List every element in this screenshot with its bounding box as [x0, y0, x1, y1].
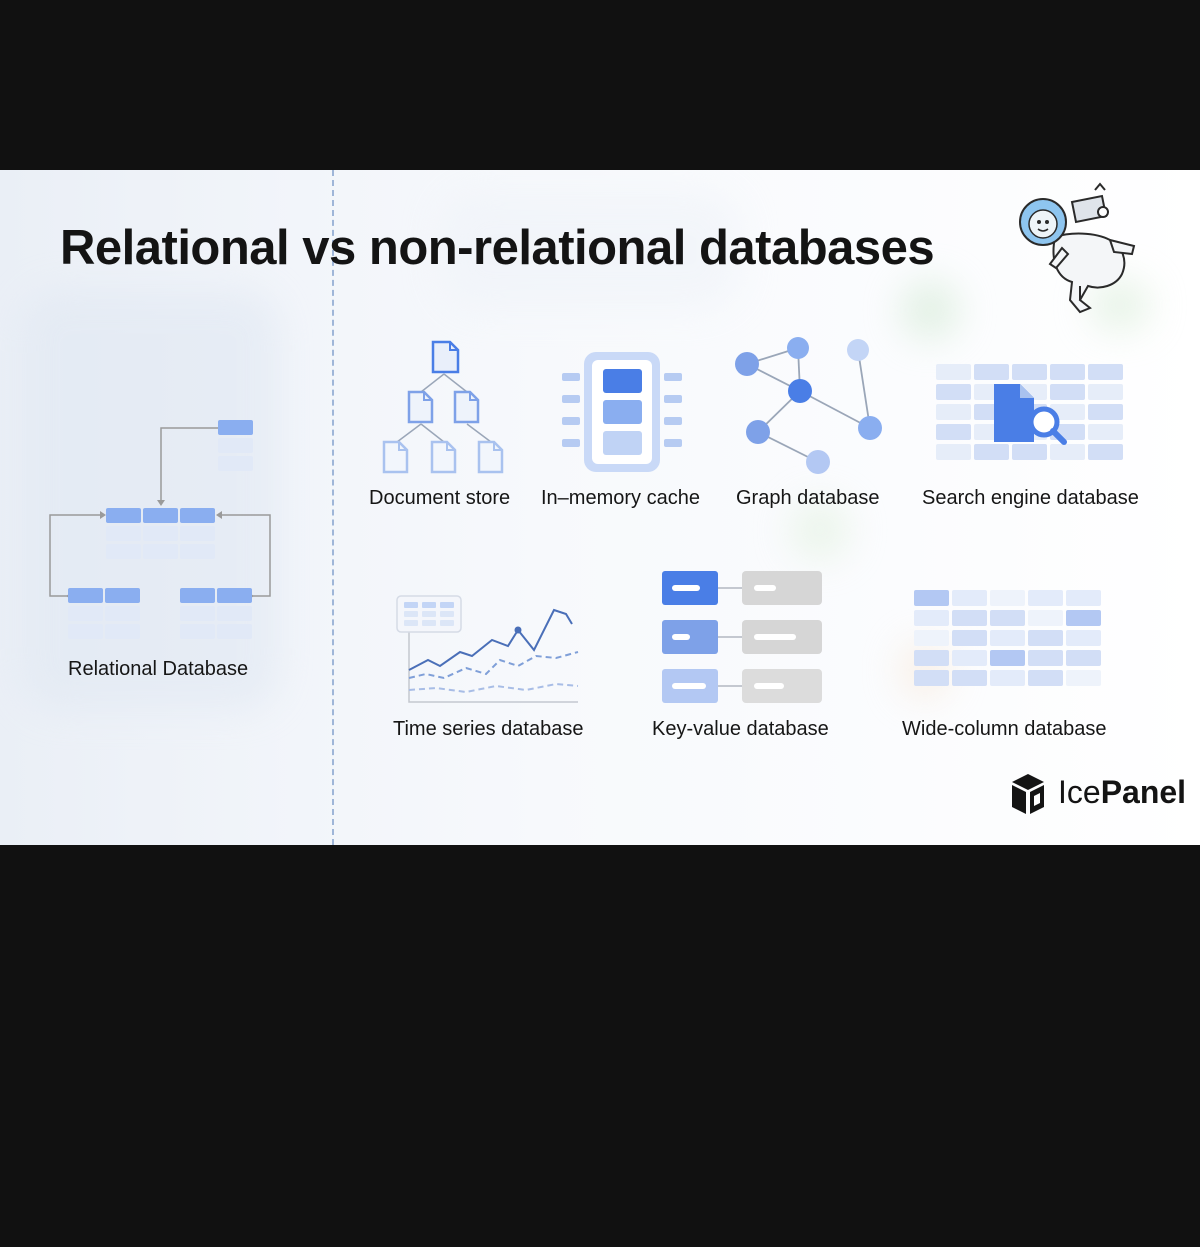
page-title: Relational vs non-relational databases — [60, 221, 935, 275]
relational-database-icon — [49, 420, 271, 639]
relational-database-label: Relational Database — [68, 658, 249, 680]
background-blur — [440, 190, 740, 310]
search-engine-database-label: Search engine database — [922, 487, 1139, 509]
graph-database-label: Graph database — [736, 487, 880, 509]
graph-database-icon — [735, 337, 882, 474]
background-blur — [900, 280, 960, 340]
document-store-icon — [382, 340, 504, 474]
top-letterbox — [0, 0, 1200, 170]
background-blur — [790, 500, 850, 560]
wide-column-database-label: Wide-column database — [902, 718, 1107, 740]
diagram-panel: Relational vs non-relational databases — [0, 170, 1200, 845]
section-divider — [332, 170, 334, 845]
background-blur — [20, 290, 280, 710]
logo-wordmark-bold: Panel — [1100, 774, 1187, 810]
bottom-letterbox — [0, 845, 1200, 1247]
time-series-database-icon — [396, 595, 579, 703]
logo-wordmark-light: Ice — [1058, 774, 1101, 810]
wide-column-database-icon — [914, 590, 1101, 686]
search-engine-database-icon — [936, 364, 1123, 460]
astronaut-mascot-icon — [1019, 182, 1136, 314]
cube-icon — [1012, 774, 1044, 814]
time-series-database-label: Time series database — [393, 718, 584, 740]
document-store-label: Document store — [369, 487, 511, 509]
in-memory-cache-icon — [562, 352, 682, 472]
in-memory-cache-label: In–memory cache — [541, 487, 700, 509]
key-value-database-label: Key-value database — [652, 718, 829, 740]
icepanel-logo: IcePanel — [1010, 772, 1186, 818]
key-value-database-icon — [662, 571, 822, 703]
logo-wordmark: IcePanel — [1058, 774, 1186, 811]
